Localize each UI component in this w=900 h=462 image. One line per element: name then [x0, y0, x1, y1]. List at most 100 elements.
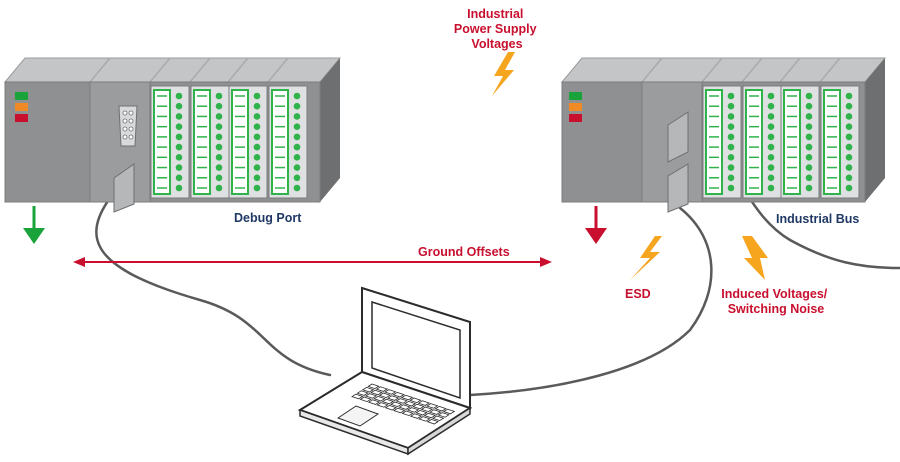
io-led [253, 123, 261, 130]
laptop-key [432, 415, 445, 422]
io-led [215, 143, 223, 151]
laptop-key [403, 400, 417, 407]
io-led [215, 102, 223, 110]
io-led [175, 143, 183, 151]
io-led [253, 164, 261, 171]
laptop-key [381, 398, 395, 405]
io-led [175, 133, 183, 141]
laptop-key [384, 404, 398, 411]
io-led [767, 133, 775, 141]
io-led [805, 184, 813, 192]
io-led [805, 123, 813, 130]
io-led [293, 92, 301, 100]
ground-offsets-label: Ground Offsets [418, 245, 510, 259]
io-led [845, 143, 853, 151]
io-module [702, 85, 742, 199]
io-led [175, 123, 183, 130]
io-led [215, 113, 223, 120]
induced-label-line-1: Induced Voltages/ [721, 287, 828, 301]
power-supply-label-line-3: Voltages [471, 37, 522, 51]
io-led [727, 113, 735, 120]
io-led [215, 133, 223, 141]
laptop-key [395, 398, 408, 404]
esd-label: ESD [625, 287, 651, 301]
ground-arrow-icon [585, 206, 607, 244]
left-led-green [15, 92, 28, 100]
laptop-to-right-plc-cable [468, 206, 713, 397]
io-led [215, 184, 223, 192]
io-led [253, 184, 261, 192]
power-supply-label: Industrial Power Supply Voltages [454, 7, 540, 51]
io-led [767, 102, 775, 110]
db9-connector-icon [118, 105, 138, 147]
power-supply-label-line-2: Power Supply [454, 22, 537, 36]
induced-voltages-label: Induced Voltages/ Switching Noise [721, 287, 831, 316]
io-led [253, 102, 261, 110]
io-led [727, 92, 735, 100]
io-led [727, 133, 735, 141]
laptop-key [429, 409, 442, 415]
left-led-orange [15, 103, 28, 111]
laptop-key [412, 403, 425, 410]
right-plc [560, 57, 887, 213]
io-led [767, 164, 775, 171]
io-led [175, 102, 183, 110]
laptop-key [378, 392, 392, 399]
io-led [845, 102, 853, 110]
io-led [727, 154, 735, 161]
io-led [767, 174, 775, 182]
industrial-bus-label: Industrial Bus [776, 212, 859, 226]
io-led [845, 113, 853, 120]
laptop-key [390, 401, 403, 408]
laptop-key [361, 386, 375, 393]
laptop-key [392, 391, 405, 398]
left-led-red [15, 114, 28, 122]
left-plc-side [320, 58, 340, 202]
laptop-key [409, 413, 423, 419]
io-led [767, 92, 775, 100]
laptop-key [442, 408, 456, 415]
right-lower-plug [667, 163, 689, 213]
laptop-key [359, 396, 372, 403]
io-led [727, 123, 735, 130]
io-led [727, 102, 735, 110]
left-plc [3, 57, 342, 213]
io-led [215, 164, 223, 171]
io-led [727, 143, 735, 151]
laptop-key [370, 389, 383, 396]
laptop-icon [297, 286, 473, 456]
io-led [767, 143, 775, 151]
laptop-key [367, 399, 381, 405]
right-upper-plug [667, 111, 689, 163]
laptop-key [426, 403, 439, 409]
io-led [175, 92, 183, 100]
laptop-key [417, 400, 431, 406]
io-led [805, 113, 813, 120]
io-module [820, 85, 860, 199]
induced-label-line-2: Switching Noise [728, 302, 825, 316]
io-led [215, 154, 223, 161]
io-led [175, 184, 183, 192]
laptop-key [400, 394, 414, 401]
io-led [293, 174, 301, 182]
io-module [190, 85, 230, 199]
left-debug-plug [113, 163, 135, 213]
io-led [805, 102, 813, 110]
io-led [767, 154, 775, 161]
io-led [215, 123, 223, 130]
io-led [727, 174, 735, 182]
io-led [845, 154, 853, 161]
io-led [215, 92, 223, 100]
io-module [780, 85, 820, 199]
io-led [805, 174, 813, 182]
io-led [845, 92, 853, 100]
left-io-modules [150, 85, 308, 199]
laptop-key [434, 405, 447, 412]
right-plc-power-module [561, 81, 643, 203]
lightning-bolt-icon [742, 236, 768, 280]
right-plc-side [865, 58, 885, 202]
io-led [175, 174, 183, 182]
io-led [727, 184, 735, 192]
io-led [253, 174, 261, 182]
